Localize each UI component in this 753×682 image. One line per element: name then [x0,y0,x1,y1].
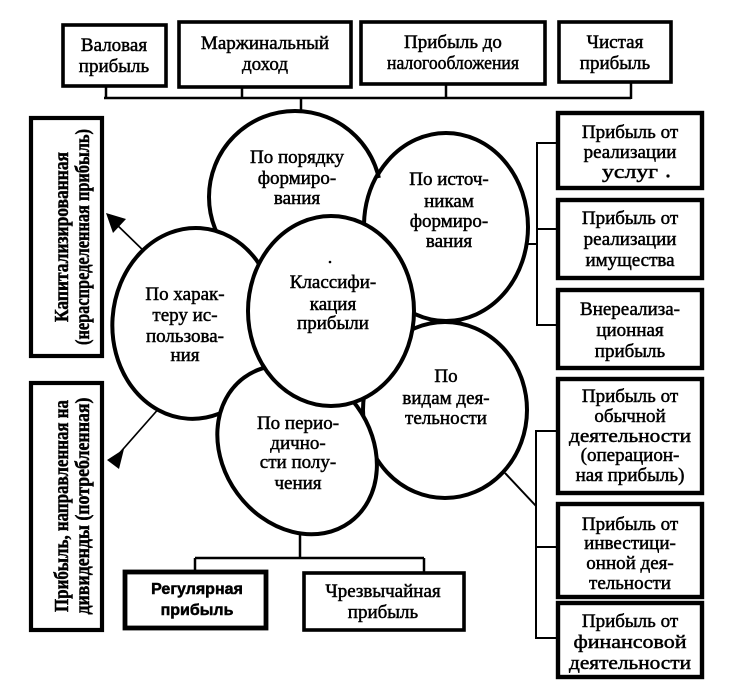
svg-text:По источ-: По источ- [409,169,489,190]
svg-text:Прибыль от: Прибыль от [582,611,679,632]
svg-text:(операцион-: (операцион- [581,445,680,466]
svg-text:ная прибыль): ная прибыль) [576,465,685,486]
svg-text:Валовая: Валовая [81,35,147,56]
svg-text:финансовой: финансовой [574,632,687,653]
svg-text:пользова-: пользова- [146,326,224,347]
svg-text:реализации: реализации [584,142,677,163]
svg-text:теру ис-: теру ис- [152,305,217,326]
svg-text:прибыль: прибыль [580,53,651,74]
svg-text:Прибыль от: Прибыль от [582,514,679,535]
svg-text:прибыли: прибыли [297,313,369,334]
svg-text:Капитализированная: Капитализированная [51,152,73,322]
svg-text:услуг: услуг [602,162,658,183]
svg-text:Внереализа-: Внереализа- [580,299,680,320]
svg-text:формиро-: формиро- [258,168,337,189]
svg-text:(нераспределенная прибыль): (нераспределенная прибыль) [72,129,94,345]
svg-text:Регулярная: Регулярная [151,581,243,598]
svg-text:Маржинальный: Маржинальный [201,33,329,54]
svg-text:налогообложения: налогообложения [387,53,519,74]
svg-text:реализации: реализации [584,229,677,250]
svg-text:деятельности: деятельности [569,653,691,674]
svg-text:прибыль: прибыль [161,602,234,619]
svg-text:дивиденды (потребленная): дивиденды (потребленная) [72,398,94,615]
svg-text:онной дея-: онной дея- [586,553,673,574]
svg-text:Прибыль от: Прибыль от [582,386,679,407]
svg-text:По перио-: По перио- [257,413,339,434]
svg-text:формиро-: формиро- [410,211,489,232]
svg-text:Прибыль до: Прибыль до [404,32,502,53]
svg-text:ния: ния [170,345,199,366]
svg-text:По: По [434,366,457,387]
svg-text:видам дея-: видам дея- [402,388,489,409]
svg-text:тельности: тельности [589,573,671,594]
svg-text:никам: никам [424,191,474,212]
svg-text:инвестици-: инвестици- [584,533,676,554]
svg-text:чения: чения [274,473,321,494]
svg-text:Классифи-: Классифи- [290,272,376,293]
svg-text:По порядку: По порядку [250,147,345,168]
svg-text:сти полу-: сти полу- [260,452,336,473]
svg-text:Прибыль от: Прибыль от [582,208,679,229]
svg-text:прибыль: прибыль [348,602,419,623]
svg-text:Чрезвычайная: Чрезвычайная [325,581,441,602]
svg-text:дично-: дично- [270,433,325,454]
svg-text:прибыль: прибыль [79,56,150,77]
svg-text:деятельности: деятельности [569,426,691,447]
svg-text:вания: вания [274,188,320,209]
svg-text:По харак-: По харак- [145,284,224,305]
svg-text:ционная: ционная [596,320,664,341]
svg-text:вания: вания [426,231,472,252]
svg-text:Прибыль от: Прибыль от [582,122,679,143]
svg-text:Чистая: Чистая [587,32,644,53]
svg-text:имущества: имущества [585,250,675,271]
svg-text:обычной: обычной [594,406,665,427]
svg-text:доход: доход [242,54,288,75]
svg-text:Прибыль, направленная на: Прибыль, направленная на [51,400,73,612]
svg-text:кация: кация [310,294,357,315]
svg-text:прибыль: прибыль [595,341,666,362]
svg-text:тельности: тельности [405,408,487,429]
